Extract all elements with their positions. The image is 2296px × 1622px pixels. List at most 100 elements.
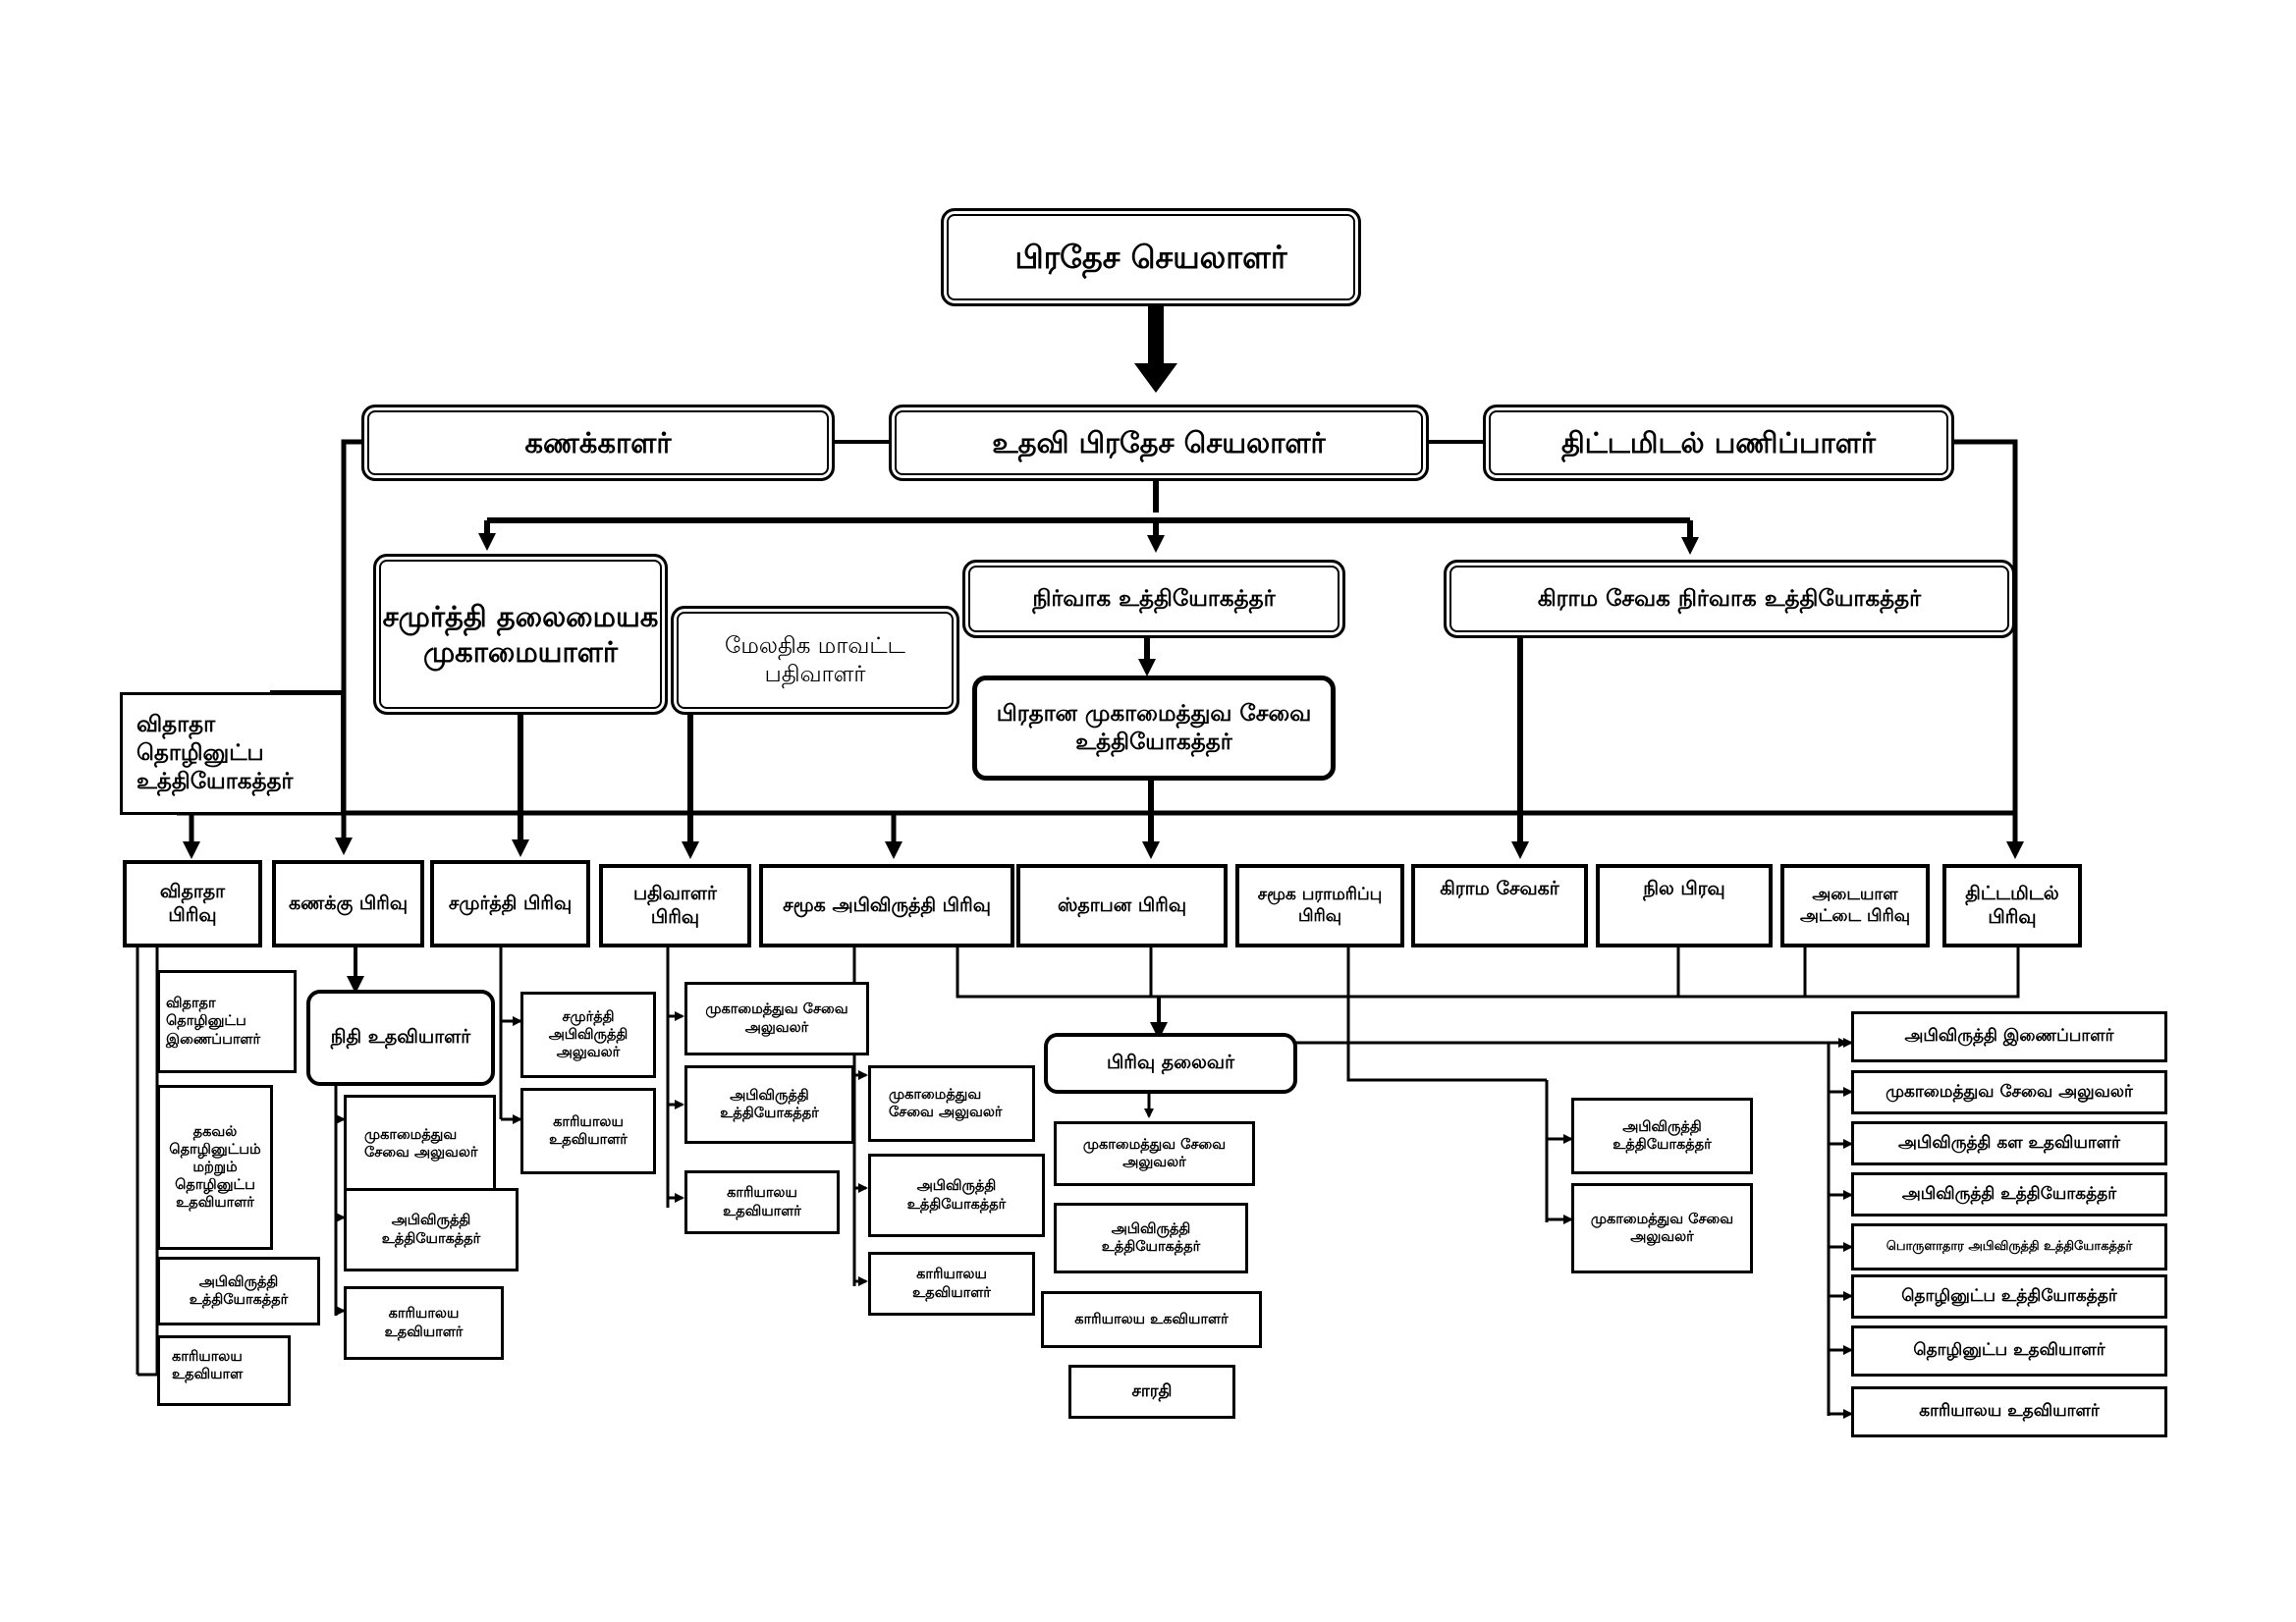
v-dev-officer-label: அபிவிருத்தி உத்தியோகத்தர்: [189, 1273, 289, 1308]
v-office-asst-box: காரியாலய உதவியாள: [157, 1335, 291, 1406]
a-finance-asst-label: நிதி உதவியாளர்: [330, 1026, 471, 1049]
s-dev-officer-label: சமுர்த்தி அபிவிருத்தி அலுவலர்: [548, 1008, 629, 1061]
p-dev-officer-label: அபிவிருத்தி உத்தியோகத்தர்: [1901, 1183, 2117, 1204]
samurdhi-division-label: சமுர்த்தி பிரிவு: [448, 892, 573, 914]
sd-mgmt-asst-box: முகாமைத்துவ சேவை அலுவலர்: [868, 1065, 1035, 1142]
r-mgmt-asst-label: முகாமைத்துவ சேவை அலுவலர்: [705, 1001, 848, 1036]
e-office-asst-box: காரியாலய உகவியாளர்: [1041, 1291, 1262, 1348]
samurdhi-manager-box: சமுர்த்தி தலைமையக முகாமையாளர்: [373, 554, 668, 715]
sd-mgmt-asst-label: முகாமைத்துவ சேவை அலுவலர்: [889, 1086, 1003, 1120]
grama-sevaka-label: கிராம சேவகர்: [1440, 878, 1559, 899]
sc-dev-officer-box: அபிவிருத்தி உத்தியோகத்தர்: [1571, 1098, 1753, 1174]
gs-admin-officer-label: கிராம சேவக நிர்வாக உத்தியோகத்தர்: [1537, 585, 1922, 612]
p-office-asst-label: காரியாலய உதவியாளர்: [1919, 1401, 2100, 1422]
a-mgmt-asst-label: முகாமைத்துவ சேவை அலுவலர்: [364, 1126, 478, 1161]
s-office-asst-label: காரியாலய உதவியாளர்: [549, 1113, 628, 1148]
sd-office-asst-label: காரியாலய உதவியாளர்: [912, 1267, 991, 1301]
vidatha-division-label: விதாதா பிரிவு: [159, 880, 226, 926]
additional-registrar-box: மேலதிக மாவட்ட பதிவாளர்: [671, 606, 959, 715]
chief-mgmt-officer-label: பிரதான முகாமைத்துவ சேவை உத்தியோகத்தர்: [996, 700, 1312, 755]
e-office-asst-label: காரியாலய உகவியாளர்: [1074, 1311, 1229, 1327]
grama-sevaka-box: கிராம சேவகர்: [1411, 864, 1588, 947]
chief-mgmt-officer-box: பிரதான முகாமைத்துவ சேவை உத்தியோகத்தர்: [972, 676, 1336, 781]
samurdhi-division-box: சமுர்த்தி பிரிவு: [430, 860, 590, 947]
r-dev-officer-box: அபிவிருத்தி உத்தியோகத்தர்: [684, 1065, 854, 1144]
social-dev-division-label: சமூக அபிவிருத்தி பிரிவு: [783, 893, 991, 916]
accounts-division-box: கணக்கு பிரிவு: [272, 860, 424, 947]
id-card-division-box: அடையாள அட்டை பிரிவு: [1780, 864, 1930, 947]
r-dev-officer-label: அபிவிருத்தி உத்தியோகத்தர்: [720, 1087, 819, 1121]
p-dev-coord-label: அபிவிருத்தி இணைப்பாளர்: [1904, 1026, 2114, 1047]
division-head-box: பிரிவு தலைவர்: [1044, 1033, 1297, 1094]
land-division-box: நில பிரவு: [1596, 864, 1773, 947]
p-mgmt-asst-box: முகாமைத்துவ சேவை அலுவலர்: [1851, 1070, 2167, 1114]
p-office-asst-box: காரியாலய உதவியாளர்: [1851, 1386, 2167, 1437]
p-dev-coord-box: அபிவிருத்தி இணைப்பாளர்: [1851, 1011, 2167, 1062]
planning-division-box: திட்டமிடல் பிரிவு: [1942, 864, 2082, 947]
establishment-division-box: ஸ்தாபன பிரிவு: [1016, 864, 1228, 947]
p-dev-officer-box: அபிவிருத்தி உத்தியோகத்தர்: [1851, 1172, 2167, 1216]
a-office-asst-label: காரியாலய உதவியாளர்: [384, 1306, 464, 1340]
p-tech-officer-label: தொழினுட்ப உத்தியோகத்தர்: [1901, 1285, 2117, 1306]
additional-registrar-label: மேலதிக மாவட்ட பதிவாளர்: [725, 632, 905, 687]
r-office-asst-box: காரியாலய உதவியாளர்: [684, 1170, 840, 1234]
division-head-label: பிரிவு தலைவர்: [1106, 1052, 1235, 1074]
p-econ-dev-box: பொருளாதார அபிவிருத்தி உத்தியோகத்தர்: [1851, 1223, 2167, 1271]
p-tech-officer-box: தொழினுட்ப உத்தியோகத்தர்: [1851, 1274, 2167, 1319]
admin-officer-label: நிர்வாக உத்தியோகத்தர்: [1032, 585, 1276, 612]
e-driver-label: சாரதி: [1131, 1380, 1173, 1401]
planning-director-box: திட்டமிடல் பணிப்பாளர்: [1483, 405, 1954, 481]
acc-left-branch: [335, 439, 361, 855]
a-finance-asst-box: நிதி உதவியாளர்: [306, 990, 495, 1086]
vidatha-tech-officer-box: விதாதா தொழினுட்ப உத்தியோகத்தர்: [120, 692, 344, 815]
a-office-asst-box: காரியாலய உதவியாளர்: [344, 1286, 504, 1360]
r-mgmt-asst-box: முகாமைத்துவ சேவை அலுவலர்: [684, 982, 869, 1055]
p-econ-dev-label: பொருளாதார அபிவிருத்தி உத்தியோகத்தர்: [1886, 1238, 2133, 1254]
assistant-ds-label: உதவி பிரதேச செயலாளர்: [992, 425, 1326, 460]
divisional-secretary-box: பிரதேச செயலாளர்: [941, 208, 1361, 306]
sd-dev-officer-box: அபிவிருத்தி உத்தியோகத்தர்: [868, 1154, 1045, 1237]
sd-office-asst-box: காரியாலய உதவியாளர்: [868, 1252, 1035, 1316]
registrar-division-box: பதிவாளர் பிரிவு: [599, 864, 751, 947]
sc-mgmt-asst-box: முகாமைத்துவ சேவை அலுவலர்: [1571, 1183, 1753, 1273]
a-mgmt-asst-box: முகாமைத்துவ சேவை அலுவலர்: [344, 1095, 496, 1193]
assistant-ds-box: உதவி பிரதேச செயலாளர்: [889, 405, 1429, 481]
social-care-division-box: சமூக பராமரிப்பு பிரிவு: [1235, 864, 1404, 947]
r-office-asst-label: காரியாலய உதவியாளர்: [723, 1185, 801, 1219]
p-tech-asst-box: தொழினுட்ப உதவியாளர்: [1851, 1325, 2167, 1377]
plan-right-branch: [1954, 439, 2024, 859]
ds-to-ads-arrowhead: [1134, 363, 1177, 393]
accounts-division-label: கணக்கு பிரிவு: [288, 892, 409, 914]
e-mgmt-asst-label: முகாமைத்துவ சேவை அலுவலர்: [1082, 1136, 1227, 1170]
p-tech-asst-label: தொழினுட்ப உதவியாளர்: [1913, 1340, 2105, 1361]
accountant-label: கணக்காளர்: [524, 425, 672, 460]
p-dev-field-box: அபிவிருத்தி கள உதவியாளர்: [1851, 1121, 2167, 1165]
vidatha-division-box: விதாதா பிரிவு: [123, 860, 262, 947]
planning-division-label: திட்டமிடல் பிரிவு: [1965, 882, 2059, 928]
planning-director-label: திட்டமிடல் பணிப்பாளர்: [1560, 425, 1877, 460]
e-mgmt-asst-box: முகாமைத்துவ சேவை அலுவலர்: [1054, 1121, 1255, 1186]
divisional-secretary-label: பிரதேச செயலாளர்: [1014, 239, 1287, 276]
registrar-division-label: பதிவாளர் பிரிவு: [633, 882, 717, 928]
social-care-division-label: சமூக பராமரிப்பு பிரிவு: [1257, 885, 1383, 926]
samurdhi-manager-label: சமுர்த்தி தலைமையக முகாமையாளர்: [382, 599, 659, 669]
v-dev-officer-box: அபிவிருத்தி உத்தியோகத்தர்: [157, 1257, 320, 1325]
p-mgmt-asst-label: முகாமைத்துவ சேவை அலுவலர்: [1886, 1081, 2133, 1102]
sc-dev-officer-label: அபிவிருத்தி உத்தியோகத்தர்: [1613, 1118, 1712, 1153]
p-dev-field-label: அபிவிருத்தி கள உதவியாளர்: [1897, 1132, 2121, 1153]
v-tech-coord-box: விதாதா தொழினுட்ப இணைப்பாளர்: [157, 970, 297, 1073]
establishment-division-label: ஸ்தாபன பிரிவு: [1057, 893, 1187, 916]
sc-mgmt-asst-label: முகாமைத்துவ சேவை அலுவலர்: [1590, 1211, 1734, 1245]
accountant-box: கணக்காளர்: [361, 405, 835, 481]
sd-dev-officer-label: அபிவிருத்தி உத்தியோகத்தர்: [906, 1178, 1007, 1213]
gs-admin-officer-box: கிராம சேவக நிர்வாக உத்தியோகத்தர்: [1444, 560, 2015, 638]
v-info-tech-box: தகவல் தொழினுட்பம் மற்றும் தொழினுட்ப உதவி…: [157, 1085, 273, 1250]
s-office-asst-box: காரியாலய உதவியாளர்: [520, 1088, 656, 1174]
v-tech-coord-label: விதாதா தொழினுட்ப இணைப்பாளர்: [166, 996, 261, 1048]
a-dev-officer-box: அபிவிருத்தி உத்தியோகத்தர்: [344, 1188, 519, 1271]
vidatha-tech-officer-label: விதாதா தொழினுட்ப உத்தியோகத்தர்: [137, 712, 294, 794]
e-dev-officer-label: அபிவிருத்தி உத்தியோகத்தர்: [1101, 1220, 1201, 1255]
a-dev-officer-label: அபிவிருத்தி உத்தியோகத்தர்: [381, 1213, 481, 1247]
